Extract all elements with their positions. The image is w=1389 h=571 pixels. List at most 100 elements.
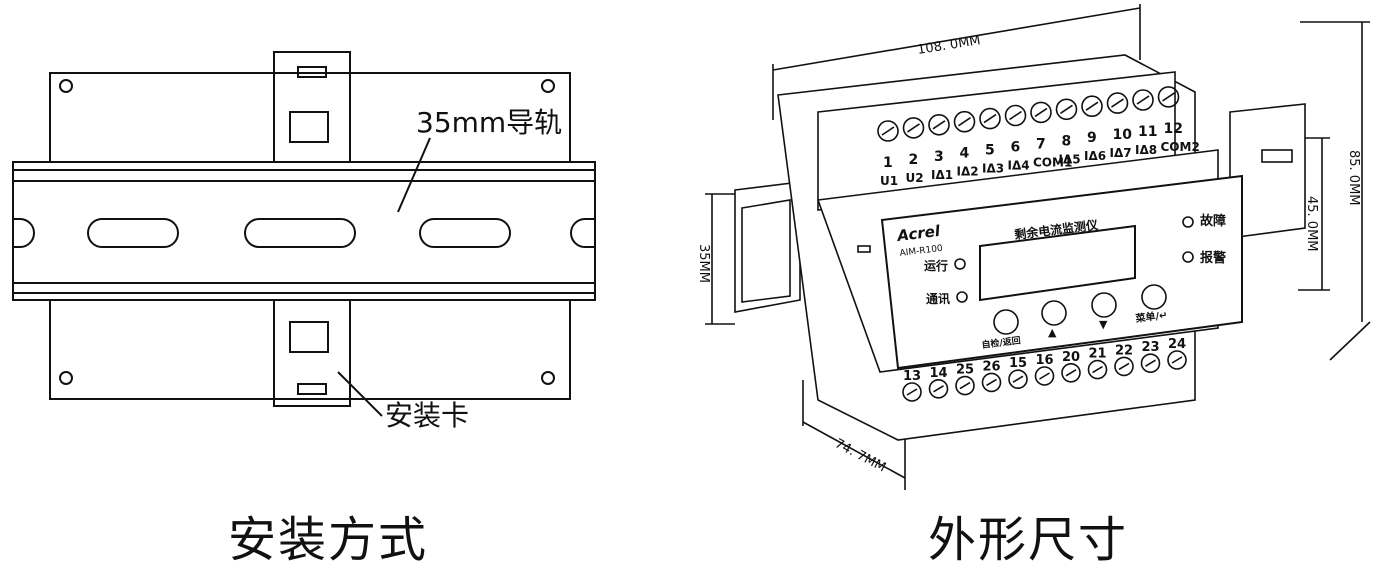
terminal-screw (1087, 359, 1108, 380)
screw-hole (541, 371, 555, 385)
run-led (954, 258, 966, 270)
screw-hole (59, 371, 73, 385)
screw-slot (1136, 95, 1150, 105)
terminal-number: 11 (1138, 124, 1157, 140)
screw-slot (958, 117, 971, 127)
terminal-signal: U1 (880, 174, 898, 188)
up-button[interactable] (1041, 300, 1067, 326)
terminal-screw (1034, 366, 1055, 386)
dimensions-caption: 外形尺寸 (928, 512, 1129, 568)
terminal-number: 23 (1142, 340, 1160, 355)
screw-hole (541, 79, 555, 93)
terminal-screw (1055, 98, 1078, 121)
dim-height: 85. 0MM (1346, 150, 1361, 206)
terminal-screw (1114, 356, 1134, 377)
screw-slot (1065, 369, 1077, 377)
terminal-number: 14 (930, 366, 948, 381)
menu-label: 菜单/↵ (1134, 308, 1168, 325)
rail-slot (13, 218, 35, 248)
terminal-number: 4 (960, 146, 970, 162)
din-rail (12, 161, 596, 301)
dim-face: 45. 0MM (1304, 196, 1319, 252)
clip-window (289, 111, 329, 143)
screw-slot (933, 385, 944, 393)
clip-window (289, 321, 329, 353)
terminal-number: 13 (903, 369, 921, 384)
terminal-screw (1030, 101, 1052, 124)
terminal-screw (979, 107, 1001, 130)
mounting-caption: 安装方式 (228, 512, 429, 568)
terminal-number: 7 (1036, 136, 1046, 152)
screw-slot (1171, 356, 1183, 364)
terminal-number: 24 (1168, 337, 1186, 352)
terminal-number: 25 (956, 363, 974, 378)
terminal-screw (981, 372, 1002, 393)
terminal-screw (1061, 362, 1081, 383)
terminal-number: 12 (1164, 121, 1183, 137)
terminal-screw (1132, 89, 1154, 111)
screw-hole (59, 79, 73, 93)
terminal-screw (902, 117, 925, 139)
terminal-number: 2 (909, 152, 919, 168)
terminal-signal: IΔ8 (1135, 143, 1157, 157)
terminal-signal: U2 (906, 171, 924, 185)
screw-slot (1092, 365, 1103, 374)
terminal-screw (1008, 369, 1028, 390)
terminal-number: 9 (1087, 130, 1097, 146)
screw-slot (1009, 110, 1022, 121)
rail-slot (419, 218, 511, 248)
terminal-number: 15 (1009, 356, 1027, 371)
terminal-screw (902, 382, 922, 402)
side-vent (857, 245, 871, 253)
brand-logo: Acrel (895, 222, 941, 245)
terminal-number: 22 (1115, 343, 1133, 358)
screw-slot (1034, 107, 1048, 118)
screw-slot (1060, 104, 1073, 114)
terminal-screw (877, 120, 899, 142)
bottom-terminal-row (902, 350, 1187, 402)
terminal-screw (1157, 86, 1180, 108)
comm-led (956, 291, 968, 303)
run-label: 运行 (924, 258, 948, 273)
clip-label: 安装卡 (385, 399, 469, 432)
screw-slot (906, 388, 918, 396)
terminal-screw (1081, 95, 1103, 117)
clip-top (273, 51, 351, 163)
dim-rail: 35MM (696, 244, 711, 283)
rail-slot (570, 218, 595, 248)
screw-slot (1145, 359, 1156, 367)
screw-slot (986, 378, 997, 387)
clip-slot (297, 66, 327, 78)
screw-slot (1118, 362, 1130, 371)
terminal-number: 26 (983, 359, 1001, 374)
terminal-number: 8 (1062, 133, 1072, 149)
terminal-signal: IΔ4 (1008, 159, 1030, 173)
terminal-number: 1 (883, 155, 893, 171)
terminal-screw (1140, 353, 1161, 374)
screw-slot (907, 123, 920, 133)
self-test-button[interactable] (993, 309, 1019, 335)
menu-button[interactable] (1141, 284, 1167, 310)
terminal-screw (1004, 104, 1027, 127)
terminal-signal: IΔ5 (1059, 152, 1081, 166)
screw-slot (932, 120, 946, 130)
down-button[interactable] (1091, 292, 1117, 318)
terminal-screw (1167, 350, 1187, 370)
terminal-screw (1106, 92, 1129, 114)
terminal-screw (953, 110, 976, 133)
screw-slot (1111, 98, 1124, 108)
terminal-signal: IΔ1 (931, 168, 953, 182)
rail-label: 35mm导轨 (416, 106, 562, 139)
screw-slot (1012, 375, 1024, 383)
screw-slot (1162, 92, 1175, 102)
screw-slot (1085, 101, 1099, 111)
mounting-diagram (12, 51, 596, 417)
fault-label: 故障 (1200, 213, 1226, 229)
fault-led (1182, 216, 1194, 228)
alarm-led (1182, 251, 1194, 263)
screw-slot (959, 381, 971, 390)
terminal-signal: IΔ2 (957, 165, 979, 179)
dim-width: 108. 0MM (916, 33, 981, 58)
